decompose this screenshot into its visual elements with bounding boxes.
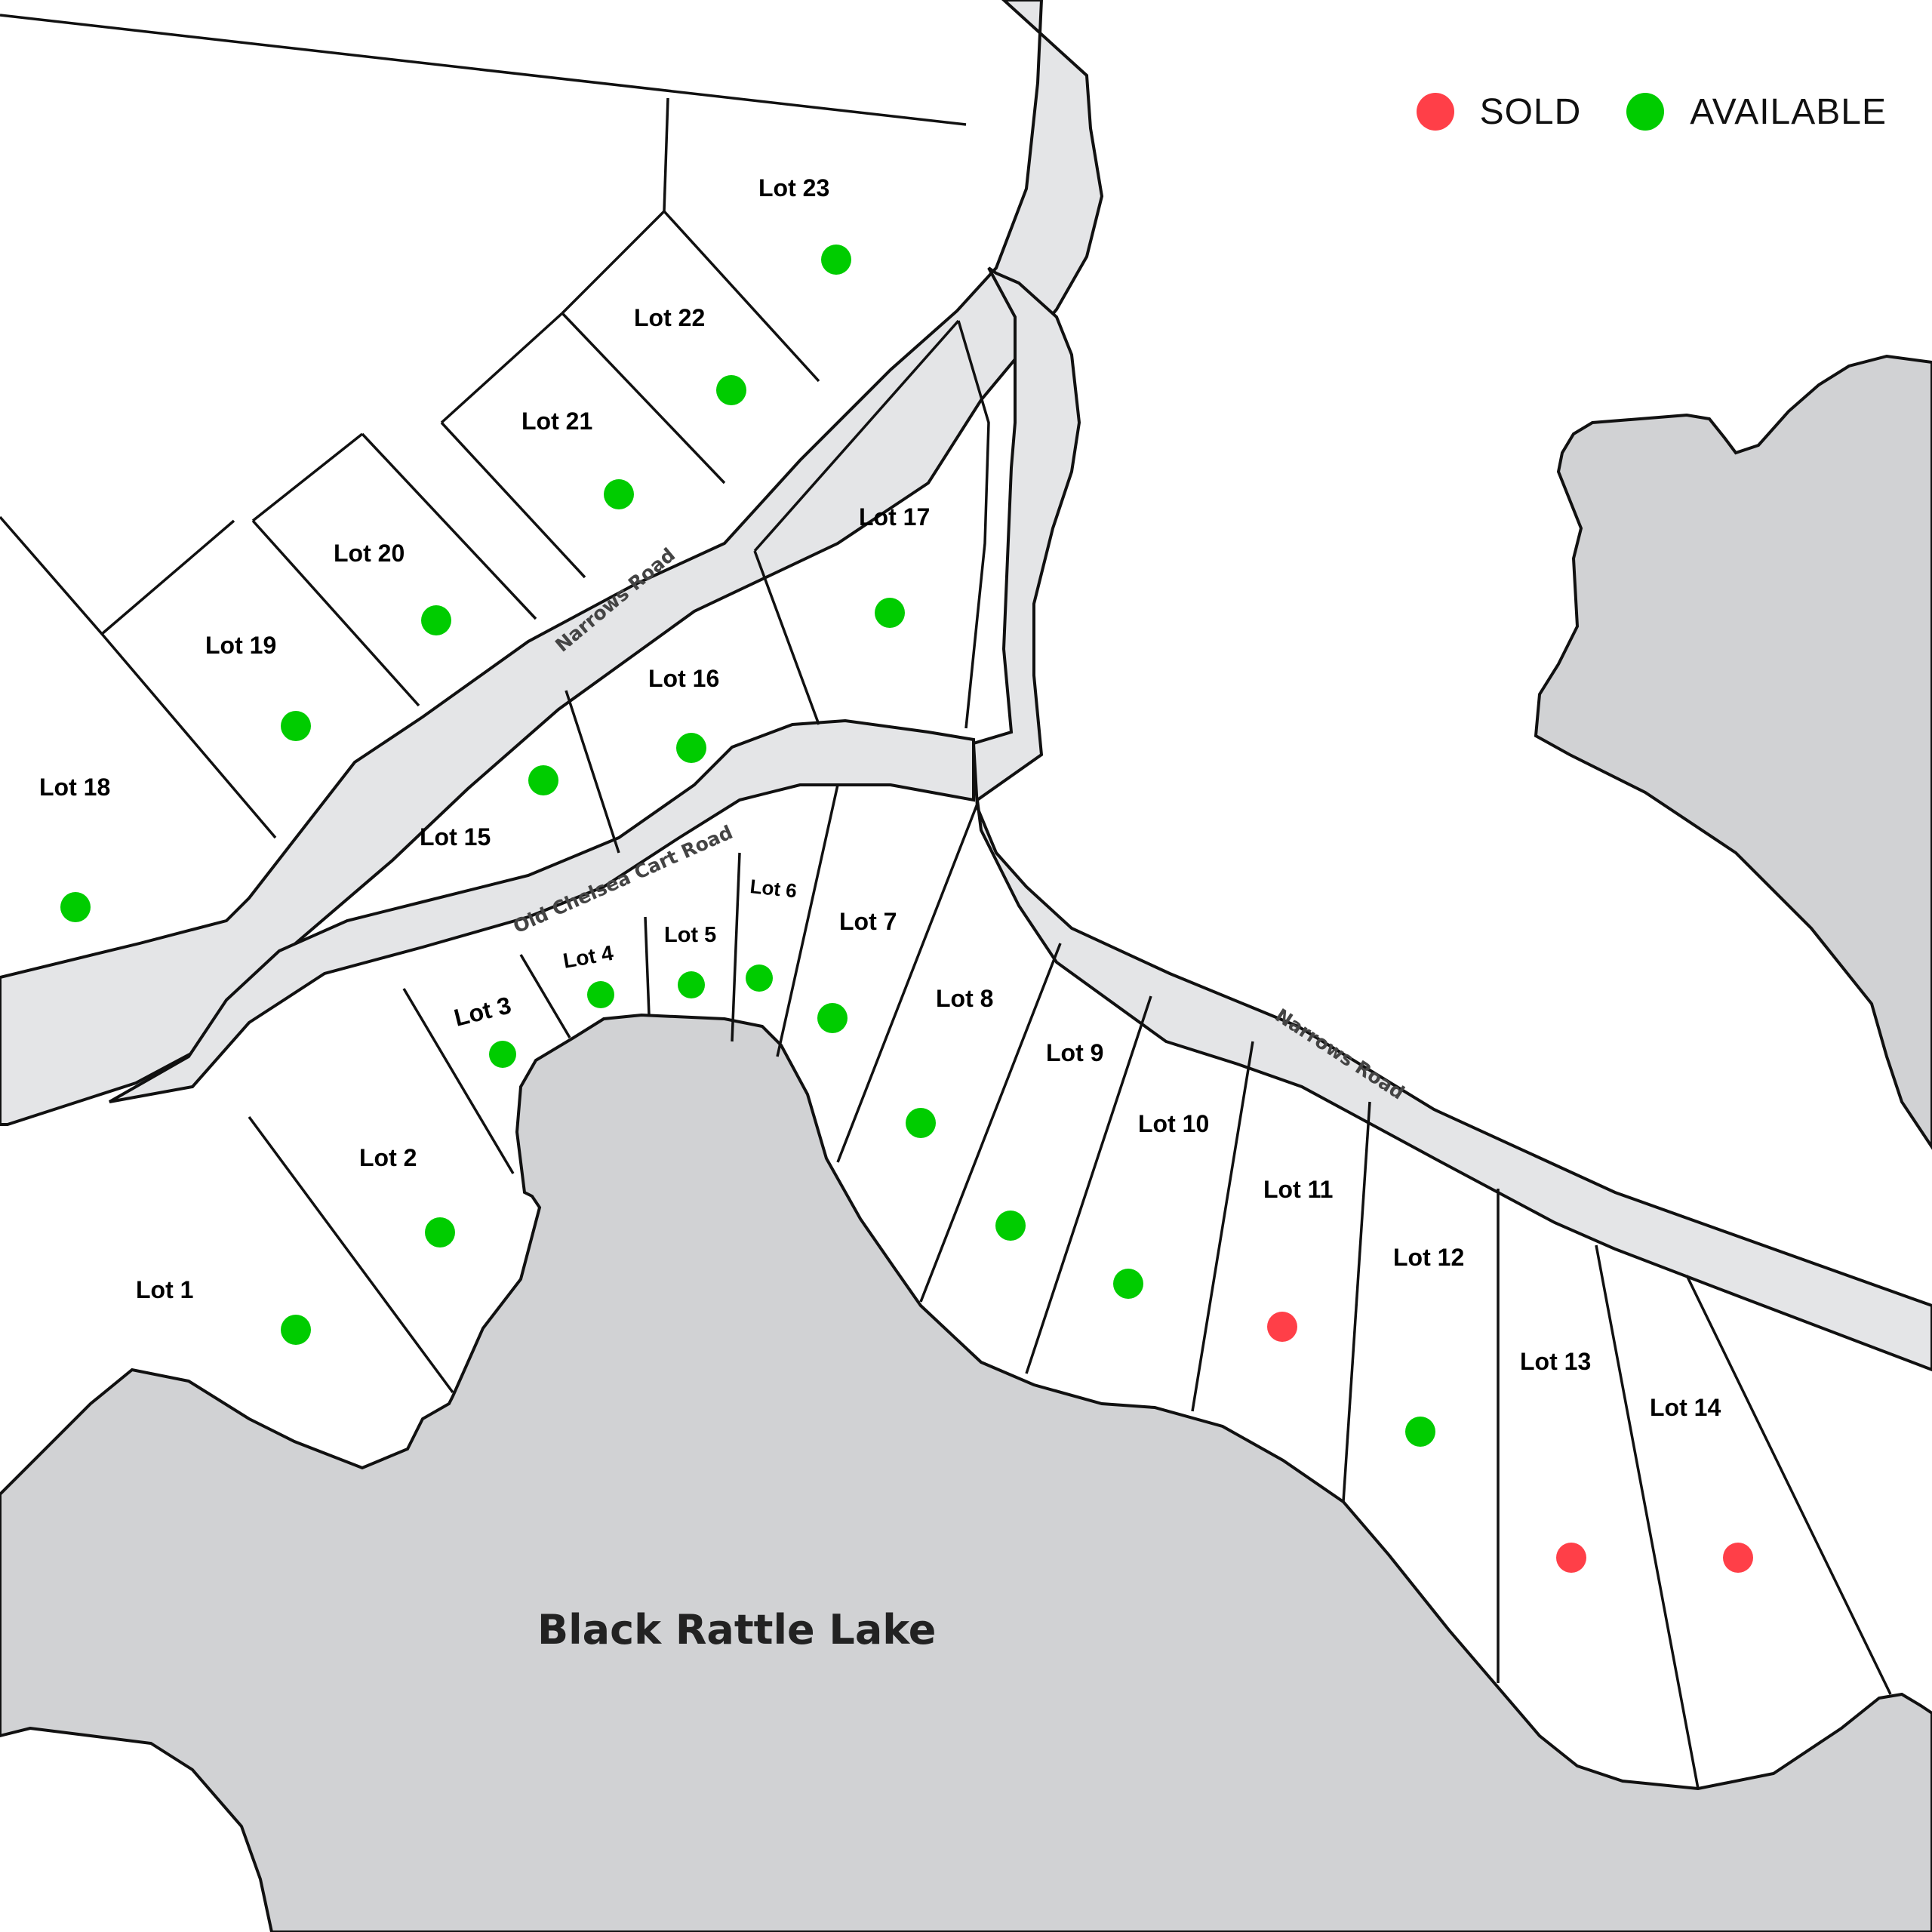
status-marker-lot-6[interactable] <box>746 964 773 992</box>
lot-label: Lot 2 <box>359 1144 417 1171</box>
status-marker-lot-8[interactable] <box>906 1108 936 1138</box>
status-marker-lot-3[interactable] <box>489 1041 516 1068</box>
lot-label: Lot 11 <box>1263 1176 1333 1203</box>
status-marker-lot-7[interactable] <box>817 1003 848 1033</box>
lot-label: Lot 16 <box>648 665 719 692</box>
lot-label: Lot 23 <box>758 174 829 202</box>
lot-label: Lot 19 <box>205 632 276 659</box>
status-marker-lot-18[interactable] <box>60 892 91 922</box>
status-marker-lot-23[interactable] <box>821 245 851 275</box>
map-legend: SOLD AVAILABLE <box>1416 89 1932 134</box>
lot-label: Lot 5 <box>664 923 716 947</box>
lake-label: Black Rattle Lake <box>537 1606 936 1654</box>
status-marker-lot-1[interactable] <box>281 1315 311 1345</box>
lot-label: Lot 13 <box>1520 1348 1591 1375</box>
lot-label: Lot 17 <box>859 503 930 531</box>
lot-label: Lot 22 <box>634 304 705 331</box>
lot-label: Lot 10 <box>1138 1110 1209 1137</box>
lot-label: Lot 20 <box>334 540 405 567</box>
lot-label: Lot 4 <box>561 941 616 973</box>
status-marker-lot-16[interactable] <box>676 733 706 763</box>
lot-label: Lot 6 <box>749 875 798 902</box>
status-marker-lot-21[interactable] <box>604 479 634 509</box>
status-marker-lot-19[interactable] <box>281 711 311 741</box>
status-marker-lot-5[interactable] <box>678 971 705 998</box>
road-old-chelsea-cart <box>109 718 975 1103</box>
lot-label: Lot 12 <box>1393 1244 1464 1271</box>
lot-label: Lot 3 <box>451 991 514 1031</box>
status-marker-lot-10[interactable] <box>1113 1269 1143 1299</box>
lot-status-markers <box>60 245 1753 1573</box>
lot-boundaries <box>0 14 1892 1789</box>
status-marker-lot-4[interactable] <box>587 981 614 1008</box>
status-marker-lot-22[interactable] <box>716 375 746 405</box>
pond-northeast <box>1534 354 1932 1150</box>
road-narrows-northwest <box>0 0 1104 1126</box>
status-marker-lot-17[interactable] <box>875 598 905 628</box>
status-marker-lot-12[interactable] <box>1405 1417 1435 1447</box>
status-marker-lot-15[interactable] <box>528 765 558 795</box>
status-marker-lot-14[interactable] <box>1723 1543 1753 1573</box>
status-marker-lot-9[interactable] <box>995 1211 1026 1241</box>
lot-label: Lot 7 <box>839 908 897 935</box>
lake-black-rattle <box>0 1013 1932 1932</box>
lot-label: Lot 18 <box>39 774 110 801</box>
status-marker-lot-13[interactable] <box>1556 1543 1586 1573</box>
lot-label: Lot 9 <box>1046 1039 1103 1066</box>
lot-label: Lot 21 <box>521 408 592 435</box>
legend-label-available: AVAILABLE <box>1690 91 1887 132</box>
lot-label: Lot 15 <box>420 823 491 851</box>
status-marker-lot-2[interactable] <box>425 1217 455 1247</box>
lot-label: Lot 14 <box>1650 1394 1721 1421</box>
lot-label: Lot 8 <box>936 985 993 1012</box>
sold-dot-icon <box>1416 93 1454 131</box>
lot-labels: Lot 1 Lot 2 Lot 3 Lot 4 Lot 5 Lot 6 Lot … <box>39 174 1721 1421</box>
legend-item-sold: SOLD <box>1416 91 1582 133</box>
legend-label-sold: SOLD <box>1479 91 1582 132</box>
legend-item-available: AVAILABLE <box>1626 91 1887 133</box>
status-marker-lot-11[interactable] <box>1267 1312 1297 1342</box>
lot-label: Lot 1 <box>136 1276 193 1303</box>
status-marker-lot-20[interactable] <box>421 605 451 635</box>
available-dot-icon <box>1626 93 1665 131</box>
